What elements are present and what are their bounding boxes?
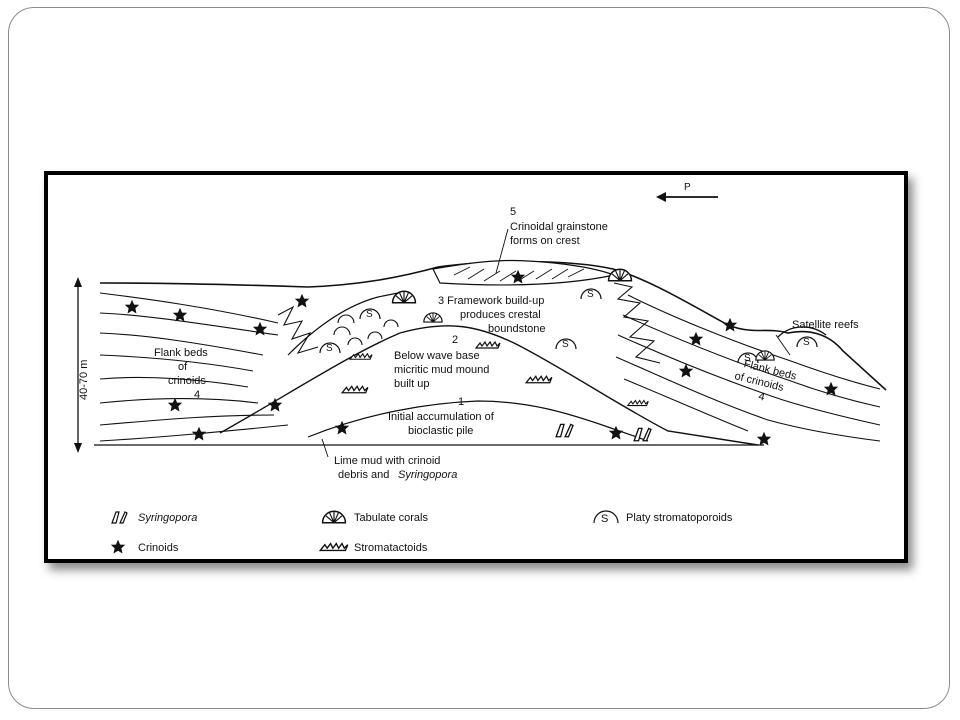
svg-text:1: 1 bbox=[458, 396, 464, 408]
svg-text:S: S bbox=[803, 337, 810, 348]
svg-text:Platy stromatoporoids: Platy stromatoporoids bbox=[626, 512, 733, 524]
vertical-scale: 40-70 m bbox=[74, 277, 90, 453]
svg-text:Stromatactoids: Stromatactoids bbox=[354, 542, 428, 554]
svg-text:3 Framework build-up: 3 Framework build-up bbox=[438, 295, 544, 307]
s-marker: S bbox=[359, 308, 381, 320]
svg-text:4: 4 bbox=[757, 391, 766, 404]
stage-5-label: 5 Crinoidal grainstone forms on crest bbox=[510, 206, 608, 247]
svg-text:Initial accumulation of: Initial accumulation of bbox=[388, 411, 495, 423]
svg-text:Crinoids: Crinoids bbox=[138, 542, 179, 554]
leader-lines bbox=[321, 228, 791, 458]
tabulate-coral-icon bbox=[607, 268, 633, 282]
svg-text:of: of bbox=[178, 361, 188, 373]
s-marker: S bbox=[555, 338, 577, 350]
legend-item-tabulate-corals: Tabulate corals bbox=[321, 510, 428, 524]
legend-item-crinoids: Crinoids bbox=[110, 539, 179, 554]
satellite-reef bbox=[777, 326, 827, 338]
reef-diagram-figure: P 40-70 m bbox=[44, 171, 908, 563]
crinoid-star-icon bbox=[722, 317, 738, 332]
syringopora-icon bbox=[555, 423, 574, 438]
svg-text:4: 4 bbox=[194, 389, 200, 401]
mud-mound-outline bbox=[219, 325, 759, 446]
left-flank-label: Flank beds of crinoids 4 bbox=[154, 347, 208, 401]
svg-text:forms on crest: forms on crest bbox=[510, 235, 580, 247]
svg-text:5: 5 bbox=[510, 206, 516, 218]
stage-3-label: 3 Framework build-up produces crestal bo… bbox=[438, 295, 546, 335]
reef-top-surface bbox=[99, 260, 887, 391]
legend-item-syringopora: Syringopora bbox=[111, 511, 197, 524]
svg-text:S: S bbox=[562, 339, 569, 350]
tabulate-coral-icon bbox=[755, 350, 775, 361]
crinoid-star-icon bbox=[167, 397, 183, 412]
crinoid-star-icon bbox=[823, 381, 839, 396]
stromatactoid-icon bbox=[525, 375, 553, 384]
satellite-reefs-label: Satellite reefs bbox=[792, 319, 859, 331]
s-marker: S bbox=[580, 288, 602, 300]
svg-text:boundstone: boundstone bbox=[488, 323, 546, 335]
s-marker: S bbox=[796, 336, 818, 348]
crest-lens bbox=[432, 259, 617, 286]
lime-mud-label: Lime mud with crinoid debris and Syringo… bbox=[334, 455, 457, 481]
svg-text:S: S bbox=[744, 353, 751, 364]
left-flank-beds bbox=[99, 292, 319, 442]
stromatactoid-icon bbox=[341, 385, 369, 394]
svg-text:S: S bbox=[326, 343, 333, 354]
svg-text:Syringopora: Syringopora bbox=[398, 469, 457, 481]
svg-text:2: 2 bbox=[452, 334, 458, 346]
svg-text:S: S bbox=[601, 513, 608, 525]
svg-text:produces crestal: produces crestal bbox=[460, 309, 541, 321]
legend-item-stromatactoids: Stromatactoids bbox=[319, 542, 428, 554]
svg-text:bioclastic pile: bioclastic pile bbox=[408, 425, 473, 437]
crinoid-star-icon bbox=[191, 426, 207, 441]
stromatactoid-icon bbox=[349, 353, 373, 360]
legend-item-platy-stromatoporoids: S Platy stromatoporoids bbox=[593, 510, 733, 525]
direction-label: P bbox=[684, 182, 691, 193]
stromatactoid-icon bbox=[475, 341, 501, 349]
svg-text:crinoids: crinoids bbox=[168, 375, 206, 387]
stage-1-label: 1 Initial accumulation of bioclastic pil… bbox=[388, 396, 495, 437]
svg-text:Tabulate corals: Tabulate corals bbox=[354, 512, 428, 524]
direction-arrow: P bbox=[656, 182, 718, 202]
svg-text:debris and: debris and bbox=[338, 469, 389, 481]
crinoid-star-icon bbox=[267, 397, 283, 412]
svg-text:Lime mud with crinoid: Lime mud with crinoid bbox=[334, 455, 440, 467]
crinoid-star-icon bbox=[294, 293, 310, 308]
stromatoporoid-markers: S S S S S S bbox=[319, 288, 818, 364]
svg-text:micritic mud mound: micritic mud mound bbox=[394, 364, 489, 376]
vertical-scale-label: 40-70 m bbox=[78, 360, 90, 400]
svg-text:built up: built up bbox=[394, 378, 429, 390]
svg-text:Flank beds: Flank beds bbox=[154, 347, 208, 359]
stromatactoid-icon bbox=[627, 399, 649, 407]
svg-text:Crinoidal grainstone: Crinoidal grainstone bbox=[510, 221, 608, 233]
crinoid-star-icon bbox=[124, 299, 140, 314]
svg-text:S: S bbox=[587, 289, 594, 300]
bioclastic-pile-outline bbox=[307, 400, 649, 442]
stage-2-label: 2 Below wave base micritic mud mound bui… bbox=[394, 334, 489, 390]
svg-text:S: S bbox=[366, 309, 373, 320]
tabulate-coral-icon bbox=[423, 312, 443, 323]
right-flank-beds bbox=[613, 282, 881, 442]
legend: Syringopora Tabulate corals S Platy stro… bbox=[110, 510, 733, 554]
svg-text:Syringopora: Syringopora bbox=[138, 512, 197, 524]
s-marker: S bbox=[319, 342, 341, 354]
framework-outline bbox=[287, 292, 399, 356]
crinoid-star-icon bbox=[172, 307, 188, 322]
svg-text:Below wave base: Below wave base bbox=[394, 350, 480, 362]
reef-cross-section: P 40-70 m bbox=[74, 182, 887, 554]
crinoid-star-icon bbox=[756, 431, 772, 446]
